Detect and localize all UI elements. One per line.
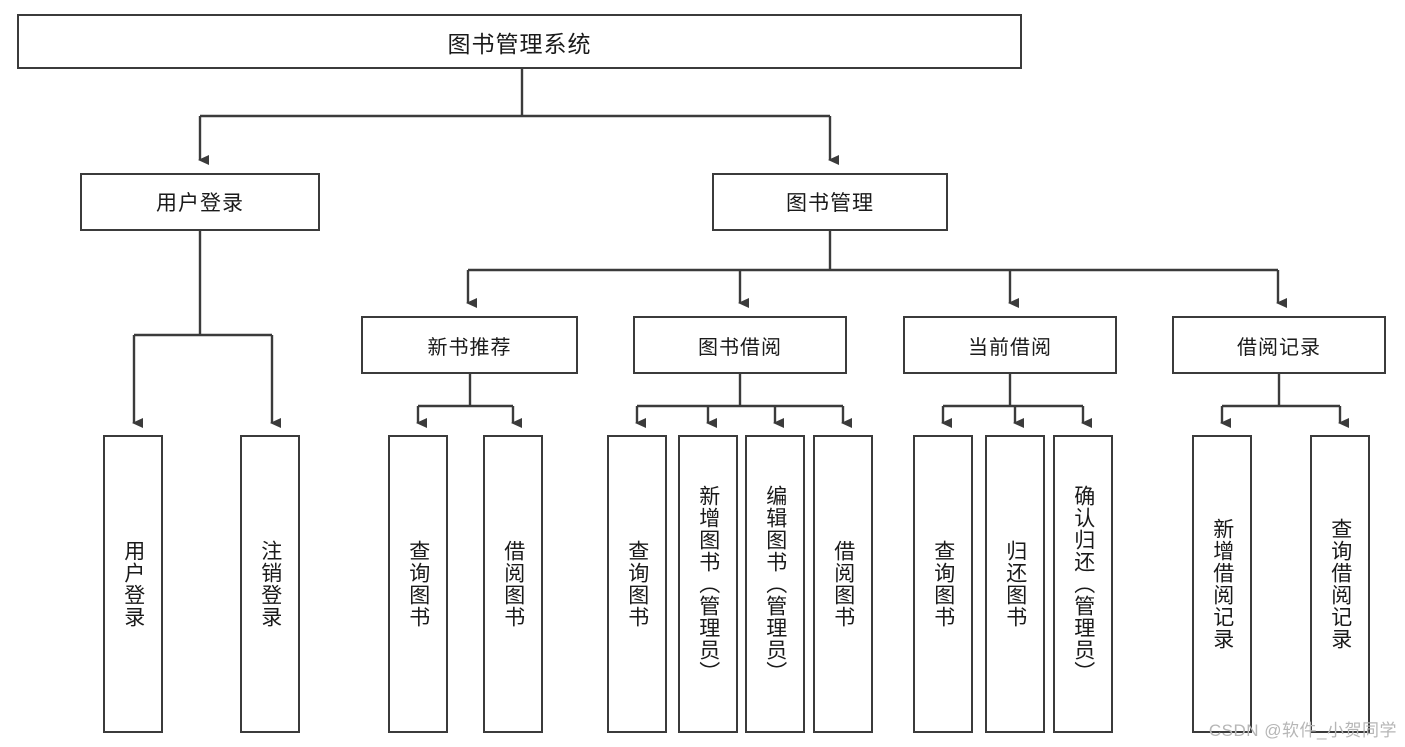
node-book-manage[interactable]: 图书管理 bbox=[712, 173, 948, 231]
node-leaf-borrow-book-1-label: 借阅图书 bbox=[501, 540, 525, 628]
node-root[interactable]: 图书管理系统 bbox=[17, 14, 1022, 69]
node-new-book-recommend[interactable]: 新书推荐 bbox=[361, 316, 578, 374]
node-borrow-record-label: 借阅记录 bbox=[1237, 336, 1321, 359]
node-book-borrow[interactable]: 图书借阅 bbox=[633, 316, 847, 374]
node-leaf-edit-book[interactable]: 编辑图书（管理员） bbox=[745, 435, 805, 733]
node-book-borrow-label: 图书借阅 bbox=[698, 336, 782, 359]
node-leaf-add-book[interactable]: 新增图书（管理员） bbox=[678, 435, 738, 733]
node-user-login[interactable]: 用户登录 bbox=[80, 173, 320, 231]
node-leaf-add-record[interactable]: 新增借阅记录 bbox=[1192, 435, 1252, 733]
node-new-book-recommend-label: 新书推荐 bbox=[427, 336, 512, 359]
node-leaf-add-record-label: 新增借阅记录 bbox=[1210, 518, 1234, 650]
node-book-manage-label: 图书管理 bbox=[786, 192, 874, 215]
node-root-label: 图书管理系统 bbox=[447, 30, 592, 57]
node-leaf-query-book-3-label: 查询图书 bbox=[931, 540, 955, 628]
node-leaf-query-book-2-label: 查询图书 bbox=[625, 540, 649, 628]
node-leaf-return-book-label: 归还图书 bbox=[1003, 540, 1027, 628]
node-leaf-query-book-1-label: 查询图书 bbox=[406, 540, 430, 628]
node-current-borrow[interactable]: 当前借阅 bbox=[903, 316, 1117, 374]
node-leaf-query-book-1[interactable]: 查询图书 bbox=[388, 435, 448, 733]
node-leaf-borrow-book-2[interactable]: 借阅图书 bbox=[813, 435, 873, 733]
node-leaf-confirm-return-label: 确认归还（管理员） bbox=[1071, 485, 1095, 683]
node-leaf-confirm-return[interactable]: 确认归还（管理员） bbox=[1053, 435, 1113, 733]
node-leaf-user-login-label: 用户登录 bbox=[121, 540, 145, 628]
watermark-text: CSDN @软件_小贺同学 bbox=[1208, 721, 1397, 740]
node-leaf-query-record-label: 查询借阅记录 bbox=[1328, 518, 1352, 650]
node-leaf-edit-book-label: 编辑图书（管理员） bbox=[763, 485, 787, 683]
node-leaf-query-book-3[interactable]: 查询图书 bbox=[913, 435, 973, 733]
node-leaf-logout[interactable]: 注销登录 bbox=[240, 435, 300, 733]
node-leaf-user-login[interactable]: 用户登录 bbox=[103, 435, 163, 733]
node-borrow-record[interactable]: 借阅记录 bbox=[1172, 316, 1386, 374]
node-leaf-add-book-label: 新增图书（管理员） bbox=[696, 485, 720, 683]
node-leaf-logout-label: 注销登录 bbox=[258, 540, 282, 628]
node-leaf-query-book-2[interactable]: 查询图书 bbox=[607, 435, 667, 733]
node-leaf-query-record[interactable]: 查询借阅记录 bbox=[1310, 435, 1370, 733]
node-leaf-borrow-book-2-label: 借阅图书 bbox=[831, 540, 855, 628]
node-leaf-return-book[interactable]: 归还图书 bbox=[985, 435, 1045, 733]
node-user-login-label: 用户登录 bbox=[156, 192, 244, 215]
node-current-borrow-label: 当前借阅 bbox=[968, 336, 1052, 359]
node-leaf-borrow-book-1[interactable]: 借阅图书 bbox=[483, 435, 543, 733]
